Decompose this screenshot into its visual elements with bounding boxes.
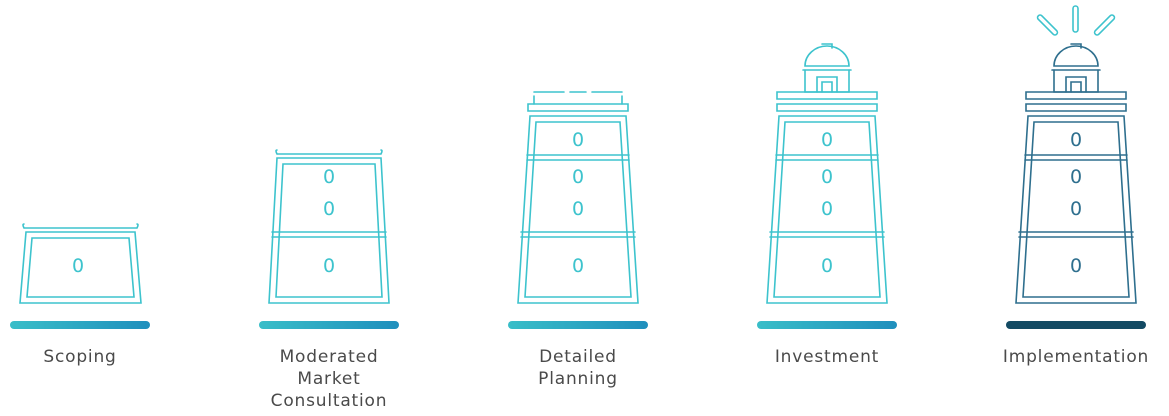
- window-label: 0: [572, 129, 584, 151]
- label-line: Scoping: [43, 347, 117, 367]
- window-label: 0: [821, 166, 833, 188]
- window-label: 0: [572, 255, 584, 277]
- lighthouse-lit-icon: 0 0 0 0: [1015, 5, 1137, 304]
- label-line: Investment: [774, 347, 880, 367]
- stage-label: Investment: [737, 346, 917, 368]
- label-line: Consultation: [270, 391, 388, 411]
- progress-bar: [10, 321, 150, 329]
- progress-bar: [757, 321, 897, 329]
- progress-bar: [1006, 321, 1146, 329]
- stage-label: Scoping: [0, 346, 170, 368]
- stage-scoping: 0 Scoping: [0, 0, 170, 416]
- window-label: 0: [323, 166, 335, 188]
- window-label: 0: [1070, 198, 1082, 220]
- window-label: 0: [821, 198, 833, 220]
- stage-label: Moderated Market Consultation: [239, 346, 419, 412]
- label-line: Moderated: [279, 347, 379, 367]
- stage-label: Implementation: [986, 346, 1166, 368]
- window-label: 0: [1070, 166, 1082, 188]
- window-label: 0: [323, 255, 335, 277]
- window-label: 0: [1070, 255, 1082, 277]
- window-label: 0: [72, 255, 84, 277]
- lighthouse-two-floor-icon: 0 0 0: [268, 149, 390, 304]
- stage-implementation: 0 0 0 0 Implementation: [986, 0, 1166, 416]
- label-line: Market: [297, 369, 361, 389]
- label-line: Detailed: [539, 347, 617, 367]
- window-label: 0: [1070, 129, 1082, 151]
- lighthouse-base-icon: 0: [19, 223, 142, 304]
- light-rays-icon: [1036, 5, 1116, 36]
- stage-investment: 0 0 0 0 Investment: [737, 0, 917, 416]
- label-line: Implementation: [1002, 347, 1150, 367]
- window-label: 0: [821, 129, 833, 151]
- stage-label: Detailed Planning: [488, 346, 668, 390]
- window-label: 0: [821, 255, 833, 277]
- lighthouse-lantern-icon: 0 0 0 0: [766, 43, 888, 304]
- label-line: Planning: [538, 369, 618, 389]
- progress-bar: [508, 321, 648, 329]
- stage-moderated-market-consultation: 0 0 0 Moderated Market Consultation: [239, 0, 419, 416]
- progress-bar: [259, 321, 399, 329]
- window-label: 0: [572, 166, 584, 188]
- window-label: 0: [572, 198, 584, 220]
- stage-detailed-planning: 0 0 0 0 Detailed Planning: [488, 0, 668, 416]
- window-label: 0: [323, 198, 335, 220]
- lighthouse-gallery-icon: 0 0 0 0: [517, 91, 639, 304]
